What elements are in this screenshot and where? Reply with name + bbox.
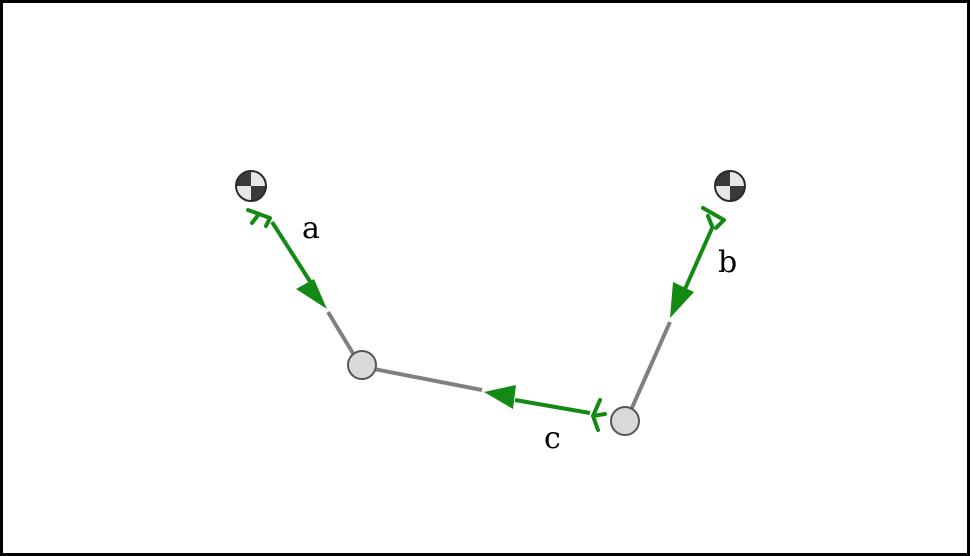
force-arrow-a[interactable]: [246, 208, 327, 309]
pinned-support-icon-right: [714, 170, 746, 202]
member-b-segment: [629, 321, 672, 411]
member-c-segment: [373, 367, 483, 392]
force-arrow-c[interactable]: [484, 385, 607, 432]
force-label-a: a: [302, 211, 320, 246]
joint-circle-icon[interactable]: [610, 406, 640, 436]
force-label-b: b: [718, 245, 737, 280]
force-arrow-b[interactable]: [670, 206, 726, 318]
pinned-support-icon-left: [235, 170, 267, 202]
force-label-c: c: [544, 421, 561, 456]
member-a-segment: [326, 310, 359, 362]
joint-circle-icon[interactable]: [347, 350, 377, 380]
